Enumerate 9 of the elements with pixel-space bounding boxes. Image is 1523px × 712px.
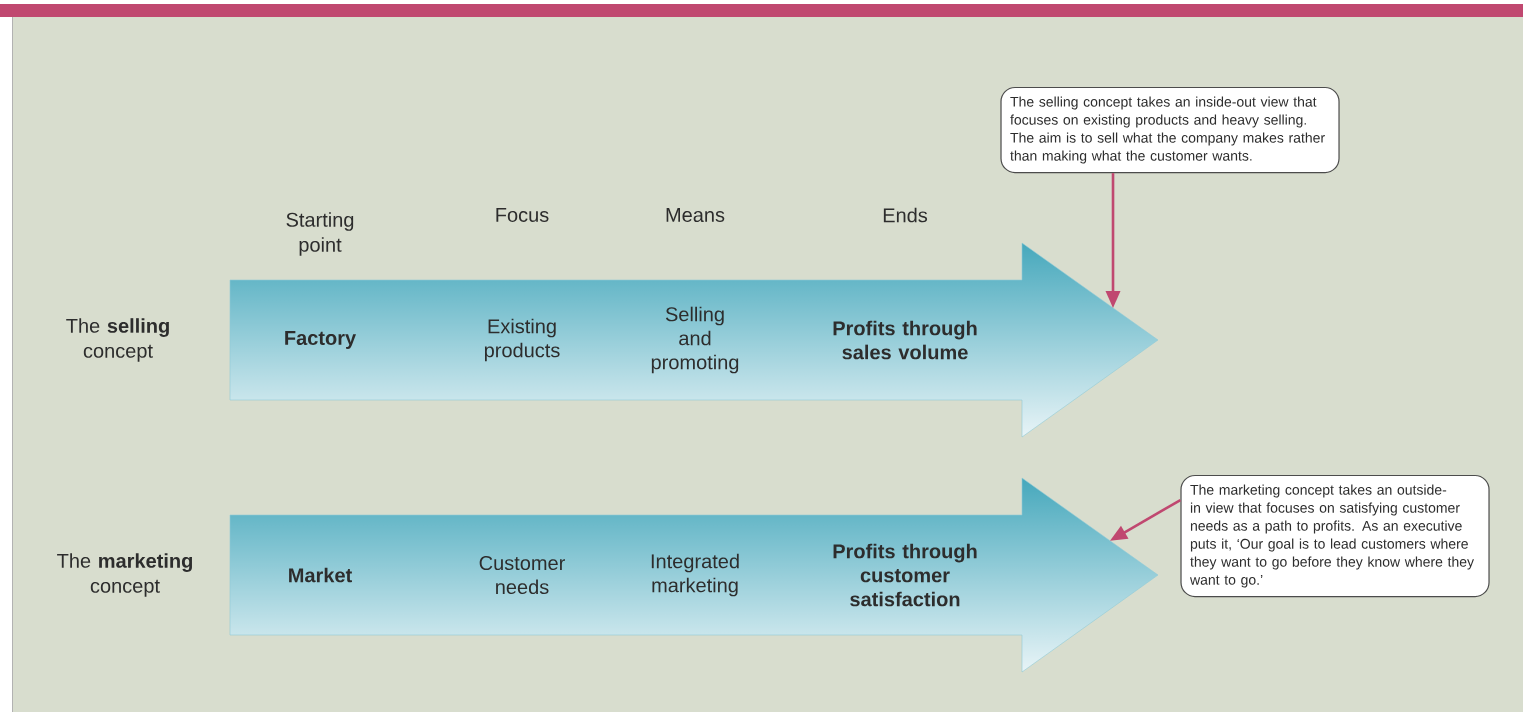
callout-box: The selling concept takes an inside-out view that focuses on existing products and heavy selling. The aim is to sell what the company makes rather than making what the customer wants. <box>1000 86 1340 174</box>
column-heading: Focus <box>496 208 549 222</box>
callout-box: The marketing concept takes an outside-in view that focuses on satisfying customer needs as a path to profits. As an executive puts it, ‘Our goal is to lead customers where they want to go before they know where they want to go.’ <box>1180 474 1490 598</box>
column-heading: Ends <box>883 207 928 223</box>
row-label: The selling concept <box>66 318 169 362</box>
arrow <box>1105 173 1121 308</box>
column-heading: Means <box>666 208 725 222</box>
row-label: The marketing concept <box>57 553 192 597</box>
arrow <box>1110 498 1182 541</box>
